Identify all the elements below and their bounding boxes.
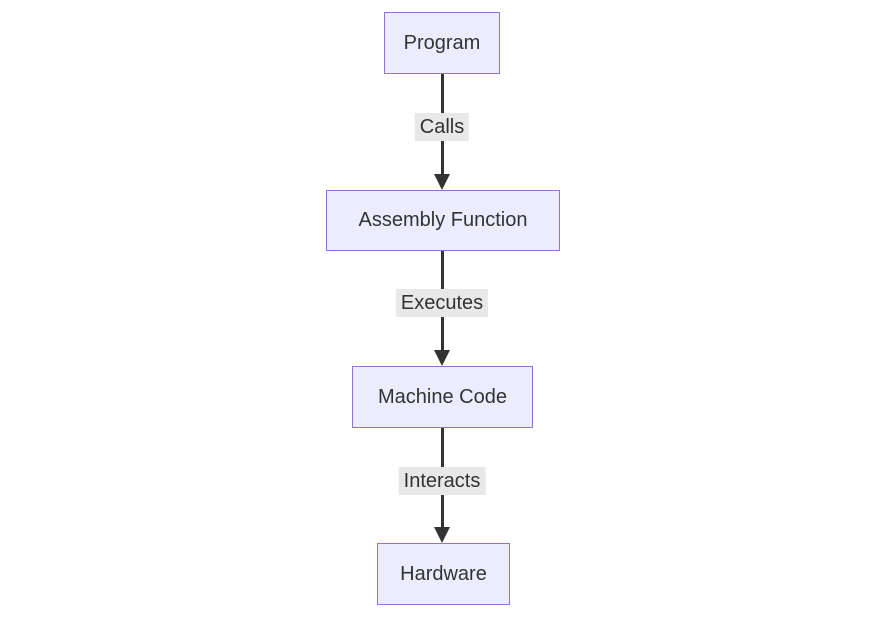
node-assembly-function: Assembly Function xyxy=(326,190,560,251)
edge-label-executes: Executes xyxy=(395,289,489,317)
arrowhead-icon xyxy=(434,350,450,366)
node-assembly-function-label: Assembly Function xyxy=(358,209,528,231)
node-program: Program xyxy=(384,12,500,74)
node-hardware: Hardware xyxy=(377,543,510,605)
arrowhead-icon xyxy=(434,527,450,543)
edge-label-calls: Calls xyxy=(414,113,470,141)
arrowhead-icon xyxy=(434,174,450,190)
node-hardware-label: Hardware xyxy=(400,562,487,585)
node-machine-code-label: Machine Code xyxy=(378,385,507,408)
node-program-label: Program xyxy=(403,31,481,54)
edge-label-interacts: Interacts xyxy=(398,467,486,495)
node-machine-code: Machine Code xyxy=(352,366,533,428)
